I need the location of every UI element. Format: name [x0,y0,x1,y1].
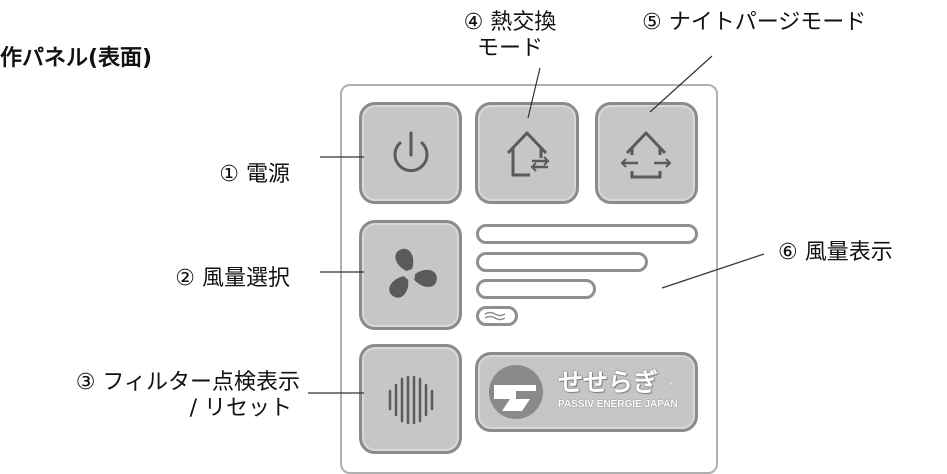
house-heat-exchange-icon [506,131,550,177]
logo-registered-mark: ® [668,379,675,389]
leader-line-fan-display [661,253,765,289]
callout-night-purge: ⑤ ナイトパージモード [642,10,867,35]
leader-lines [308,55,765,394]
leader-line-heat-exchange [527,67,541,119]
fan-level-bar-2 [476,279,596,299]
logo-name: せせらぎ [558,368,659,397]
fan-icon [389,248,437,298]
logo-mark-icon [489,365,543,419]
control-panel: せせらぎ ® PASSIV ENERGIE JAPAN [340,84,718,474]
fan-level-bar-4 [476,224,698,244]
filter-check-reset-button[interactable] [359,344,462,454]
fan-level-bar-1 [476,306,518,326]
power-button[interactable] [359,102,462,204]
fan-select-button[interactable] [359,220,462,330]
callout-filter: ③ フィルター点検表示 / リセット [0,370,300,423]
leader-line-night-purge [649,55,713,113]
heat-exchange-mode-button[interactable] [475,102,579,204]
house-night-purge-icon [620,131,672,179]
callout-heat-exchange-line2: モード [476,36,543,62]
brand-logo-plate: せせらぎ ® PASSIV ENERGIE JAPAN [475,352,698,432]
callout-heat-exchange-line1: ④ 熱交換 [463,10,557,35]
callout-heat-exchange: ④ 熱交換 モード [440,10,580,63]
fan-level-bar-3 [476,252,648,272]
logo-subtitle: PASSIV ENERGIE JAPAN [558,399,678,410]
wave-icon [484,311,506,321]
callout-fan-select: ② 風量選択 [175,266,290,291]
callout-power: ① 電源 [219,162,290,187]
night-purge-mode-button[interactable] [595,102,698,204]
panel-title: 作パネル(表面) [0,46,153,71]
power-icon [393,131,429,173]
callout-fan-display: ⑥ 風量表示 [778,240,893,265]
filter-icon [388,375,434,425]
callout-filter-line2: / リセット [189,396,292,422]
callout-filter-line1: ③ フィルター点検表示 [75,370,300,395]
